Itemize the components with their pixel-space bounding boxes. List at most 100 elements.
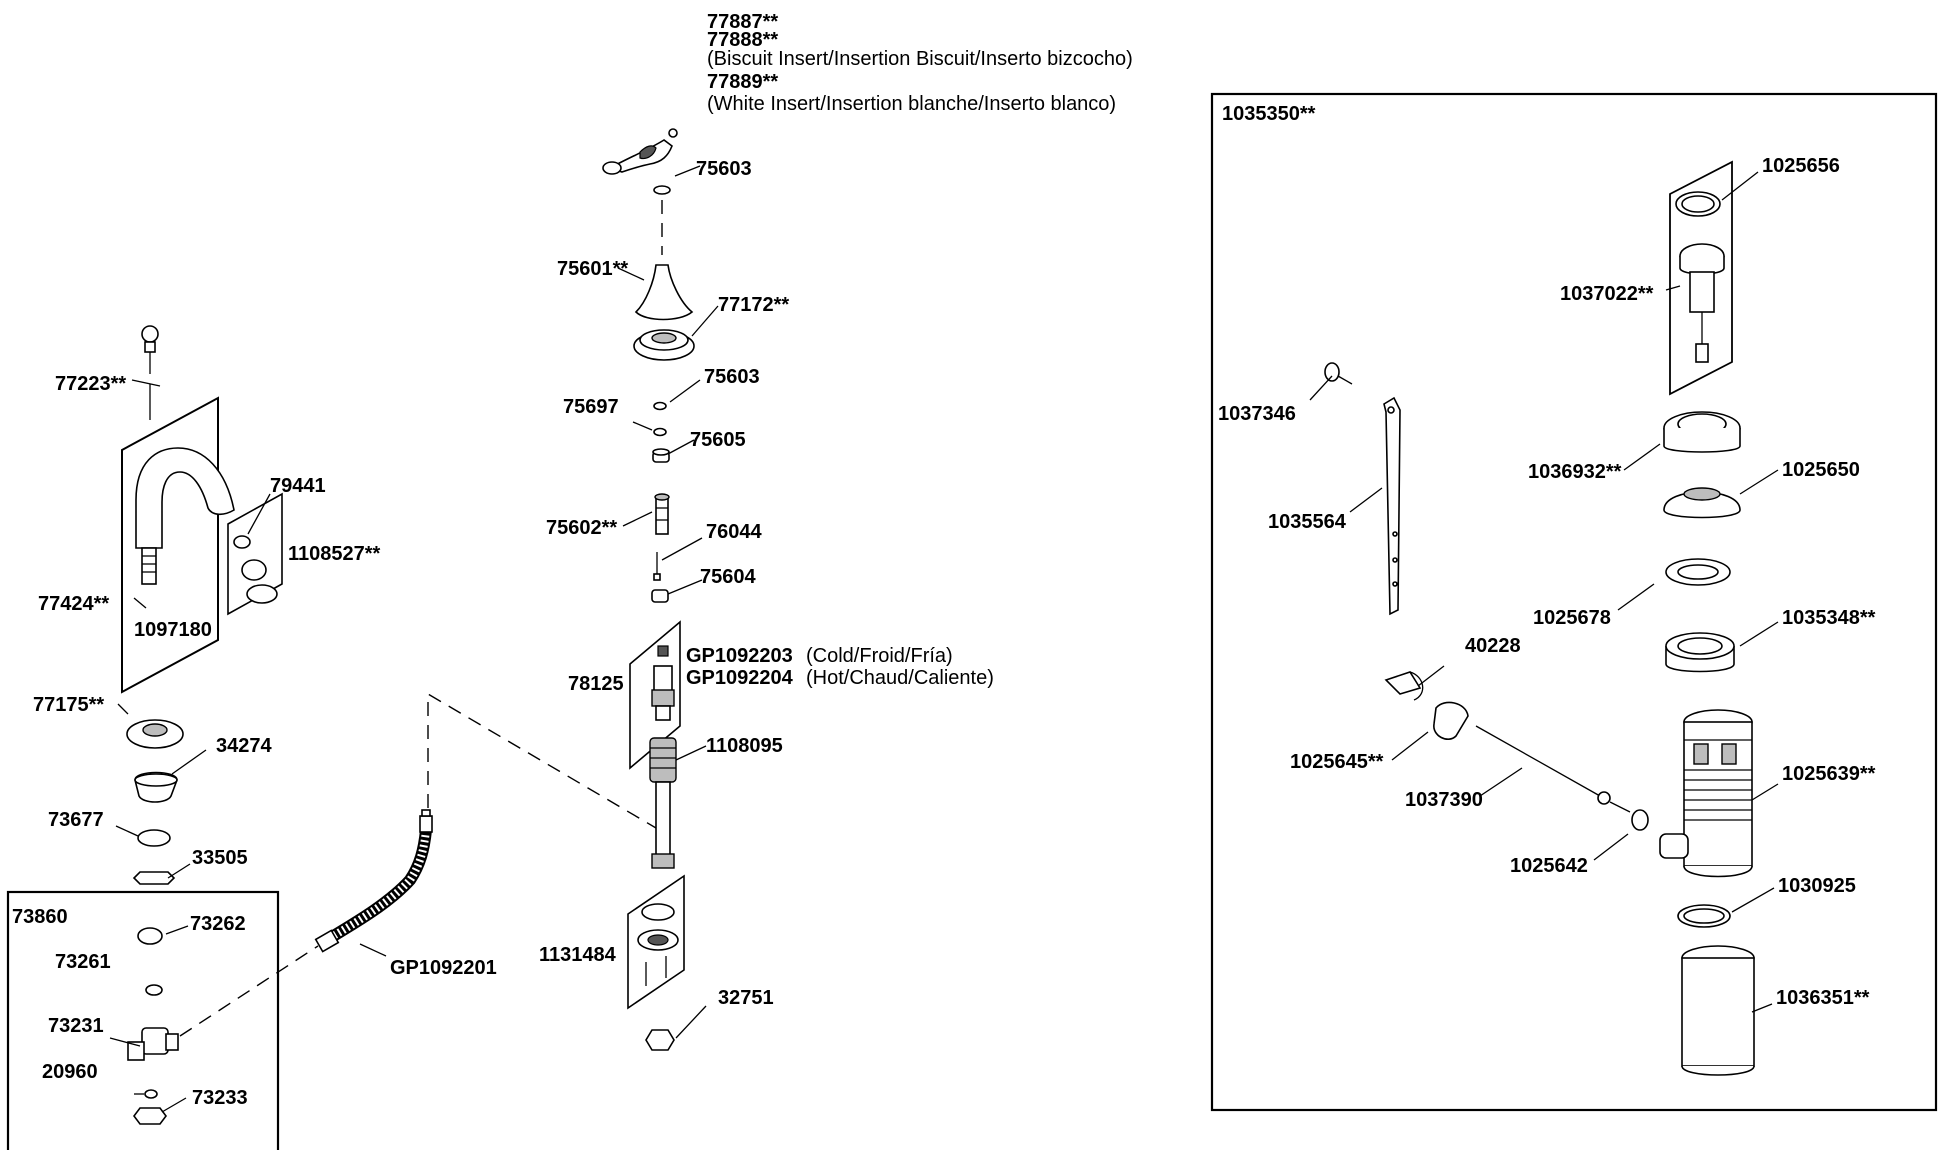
tee-nut	[133, 1107, 167, 1125]
label-77223: 77223**	[55, 373, 126, 395]
cartridge-box-outline	[629, 620, 681, 770]
drain-flange-cap	[1663, 487, 1741, 519]
label-1025650: 1025650	[1782, 459, 1860, 481]
label-75602: 75602**	[546, 517, 617, 539]
washer	[137, 829, 171, 847]
drain-flange	[1663, 411, 1741, 453]
clevis	[1384, 671, 1424, 701]
label-75601: 75601**	[557, 258, 628, 280]
label-75603-top: 75603	[696, 158, 752, 180]
handle-cap	[634, 264, 694, 321]
label-79441: 79441	[270, 475, 326, 497]
label-1131484: 1131484	[539, 944, 617, 966]
part-labels: 77887** 77888** (Biscuit Insert/Insertio…	[12, 11, 1876, 1109]
drain-body	[1659, 709, 1753, 878]
tee-fitting	[127, 1027, 179, 1061]
drain-gasket	[1665, 558, 1731, 586]
stem-extension	[654, 493, 670, 535]
label-32751: 32751	[718, 987, 774, 1009]
label-1025645: 1025645**	[1290, 751, 1384, 773]
label-75605: 75605	[690, 429, 746, 451]
label-cold-note: (Cold/Froid/Fría)	[806, 645, 953, 667]
mounting-gasket	[637, 903, 679, 986]
label-gp1092204: GP1092204	[686, 667, 794, 689]
label-33505: 33505	[192, 847, 248, 869]
label-40228: 40228	[1465, 635, 1521, 657]
label-1108527: 1108527**	[288, 543, 381, 565]
label-gp1092201: GP1092201	[390, 957, 497, 979]
leader-lines	[109, 165, 1779, 1113]
label-1025678: 1025678	[1533, 607, 1611, 629]
label-1036351: 1036351**	[1776, 987, 1870, 1009]
label-73677: 73677	[48, 809, 104, 831]
label-73233: 73233	[192, 1087, 248, 1109]
valve-cartridge	[651, 645, 675, 721]
label-gp1092203: GP1092203	[686, 645, 793, 667]
label-77887: 77887**	[707, 11, 778, 33]
spout-flange	[126, 719, 184, 749]
pivot-screw	[1324, 362, 1353, 385]
label-1025656: 1025656	[1762, 155, 1840, 177]
label-20960: 20960	[42, 1061, 98, 1083]
drain-assembly	[1324, 160, 1755, 1076]
lift-rod-strap	[1383, 396, 1401, 616]
label-1037390: 1037390	[1405, 789, 1483, 811]
label-1030925: 1030925	[1778, 875, 1856, 897]
hex-nut	[132, 871, 176, 885]
label-biscuit-note: (Biscuit Insert/Insertion Biscuit/Insert…	[707, 48, 1133, 70]
label-77172: 77172**	[718, 294, 789, 316]
label-77424: 77424**	[38, 593, 109, 615]
label-1108095: 1108095	[706, 735, 783, 757]
spout-group	[121, 325, 283, 885]
braided-hose	[314, 809, 433, 953]
label-77888: 77888**	[707, 29, 778, 51]
label-1025639: 1025639**	[1782, 763, 1876, 785]
lock-nut	[645, 1029, 675, 1051]
label-1035350: 1035350**	[1222, 103, 1316, 125]
drain-assembly-box	[1210, 92, 1938, 1112]
tee-kit-box	[6, 890, 280, 1150]
label-1036932: 1036932**	[1528, 461, 1622, 483]
lift-rod	[141, 325, 159, 420]
label-78125: 78125	[568, 673, 624, 695]
aerator	[241, 559, 278, 604]
label-75604: 75604	[700, 566, 756, 588]
connection-lines	[179, 692, 657, 1037]
label-white-note: (White Insert/Insertion blanche/Inserto …	[707, 93, 1116, 115]
label-1097180: 1097180	[134, 619, 212, 641]
label-73261: 73261	[55, 951, 111, 973]
label-hot-note: (Hot/Chaud/Caliente)	[806, 667, 994, 689]
screw	[653, 552, 661, 581]
label-73231: 73231	[48, 1015, 104, 1037]
label-75697: 75697	[563, 396, 619, 418]
tailpiece-washer	[1677, 904, 1731, 928]
pop-up-stopper	[1679, 243, 1725, 363]
tailpiece	[1681, 945, 1755, 1076]
lever-handle	[602, 128, 678, 175]
aerator-washer	[233, 535, 251, 549]
nut	[651, 589, 669, 603]
label-73262: 73262	[190, 913, 246, 935]
pivot-washer	[1631, 809, 1649, 831]
o-ring	[653, 185, 671, 195]
bonnet-nut	[652, 448, 670, 463]
label-76044: 76044	[706, 521, 762, 543]
label-1035348: 1035348**	[1782, 607, 1876, 629]
spout-shank	[141, 547, 157, 585]
handle-valve-stack	[602, 128, 695, 1051]
label-1037022: 1037022**	[1560, 283, 1654, 305]
pivot-nut	[1433, 701, 1469, 740]
handle-flange	[633, 329, 695, 361]
label-1035564: 1035564	[1268, 511, 1347, 533]
label-34274: 34274	[216, 735, 272, 757]
tee-kit	[127, 927, 179, 1125]
spout-body	[135, 447, 235, 549]
valve-shank	[649, 737, 677, 869]
label-75603-mid: 75603	[704, 366, 760, 388]
drain-nut	[1665, 632, 1735, 673]
label-73860: 73860	[12, 906, 68, 928]
label-77889: 77889**	[707, 71, 778, 93]
pivot-rod	[1475, 725, 1631, 813]
label-1037346: 1037346	[1218, 403, 1296, 425]
